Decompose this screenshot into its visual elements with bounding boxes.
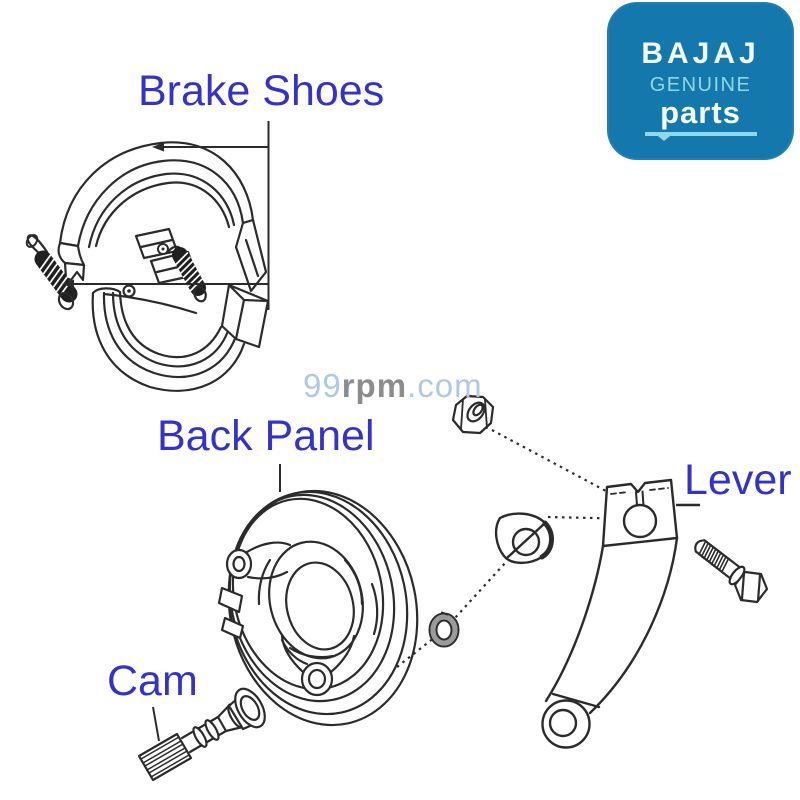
bajaj-genuine-parts-badge: BAJAJ GENUINE parts [607, 2, 794, 160]
badge-brand-text: BAJAJ [641, 37, 760, 70]
watermark-99: 99 [303, 367, 342, 404]
label-back-panel: Back Panel [157, 412, 375, 460]
badge-genuine-text: GENUINE [649, 74, 752, 96]
watermark-rpm: rpm [341, 367, 408, 404]
right-return-spring [157, 243, 207, 303]
lever-drawing [541, 478, 679, 749]
label-lever: Lever [684, 456, 792, 504]
cam-drawing [137, 687, 266, 782]
cam-leader-line [152, 706, 160, 742]
label-brake-shoes: Brake Shoes [138, 67, 385, 115]
badge-arrow-icon [652, 132, 675, 141]
back-panel-drawing [217, 489, 419, 727]
o-ring-drawing [428, 611, 460, 648]
brake-shoes-drawing [57, 141, 270, 392]
label-cam: Cam [107, 657, 198, 705]
left-return-spring [25, 234, 78, 311]
hex-bolt-drawing [694, 539, 769, 604]
badge-underline [644, 132, 757, 141]
assembly-dotted-lines [396, 429, 637, 668]
hex-nut-drawing [451, 394, 495, 435]
watermark-com: .com [407, 367, 483, 404]
watermark-99rpm: 99rpm.com [303, 367, 483, 405]
cam-washer-drawing [494, 512, 554, 565]
badge-parts-text: parts [660, 95, 741, 130]
brake-shoes-leader-lines [62, 121, 270, 310]
